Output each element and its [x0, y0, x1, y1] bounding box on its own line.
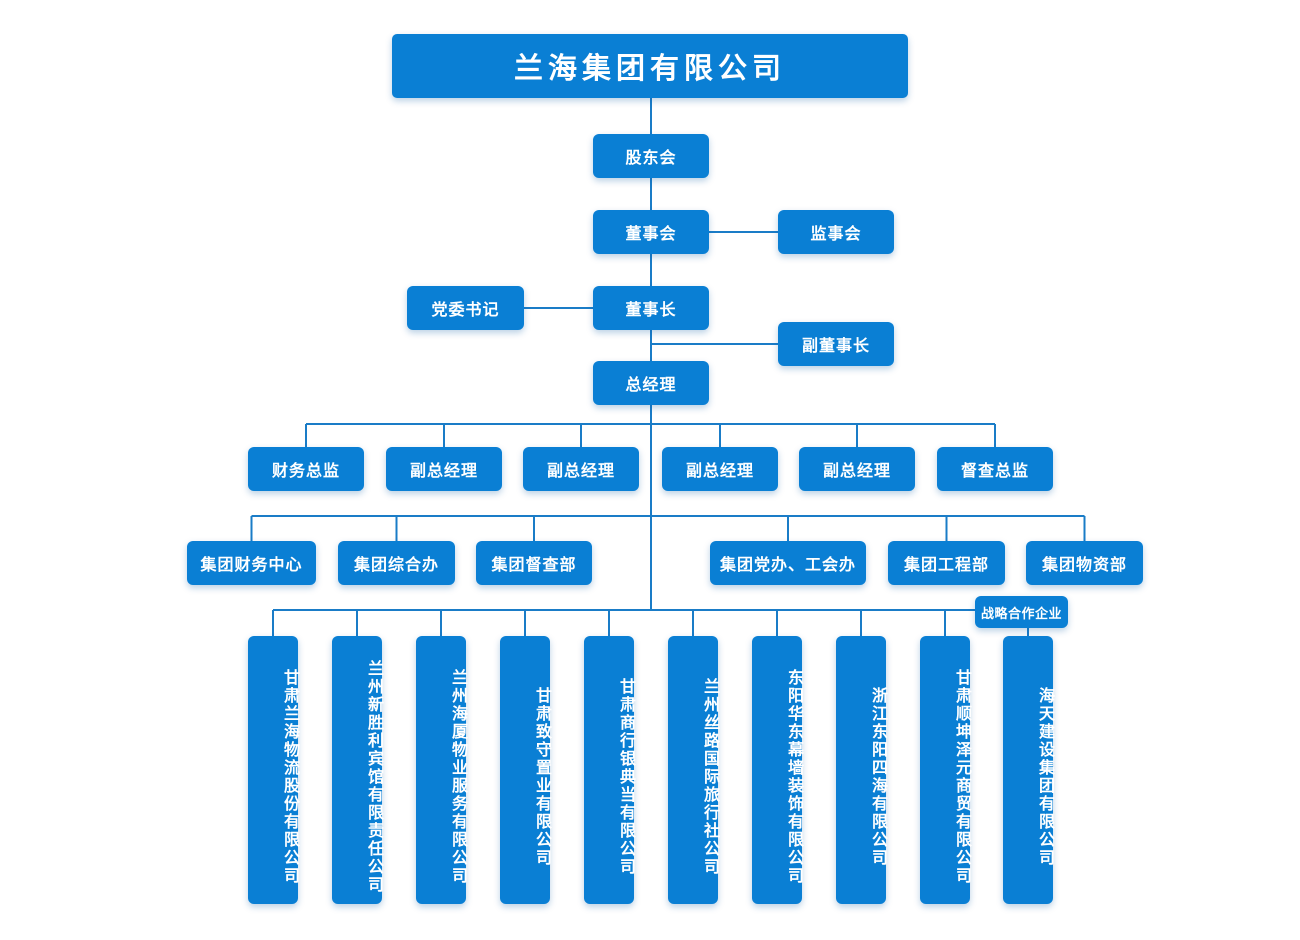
supervisors-node: 监事会: [778, 210, 894, 254]
department-node: 集团综合办: [338, 541, 455, 585]
department-node: 集团工程部: [888, 541, 1005, 585]
subsidiary-node: 海天建设集团有限公司: [1003, 636, 1055, 904]
department-node: 集团党办、工会办: [710, 541, 866, 585]
executive-node: 副总经理: [386, 447, 502, 491]
subsidiary-node: 甘肃商行银典当有限公司: [584, 636, 636, 904]
subsidiary-node: 兰州海厦物业服务有限公司: [416, 636, 468, 904]
strategic-partner-label: 战略合作企业: [975, 596, 1068, 628]
subsidiary-node: 兰州新胜利宾馆有限责任公司: [332, 636, 384, 904]
subsidiary-node: 浙江东阳四海有限公司: [836, 636, 888, 904]
department-node: 集团督查部: [476, 541, 592, 585]
department-node: 集团物资部: [1026, 541, 1143, 585]
executive-node: 副总经理: [523, 447, 639, 491]
subsidiary-node: 甘肃兰海物流股份有限公司: [248, 636, 300, 904]
chairman-node: 董事长: [593, 286, 709, 330]
general-manager-node: 总经理: [593, 361, 709, 405]
shareholders-node: 股东会: [593, 134, 709, 178]
subsidiary-node: 甘肃致守置业有限公司: [500, 636, 552, 904]
board-node: 董事会: [593, 210, 709, 254]
executive-node: 财务总监: [248, 447, 364, 491]
vice-chairman-node: 副董事长: [778, 322, 894, 366]
subsidiary-node: 东阳华东幕墙装饰有限公司: [752, 636, 804, 904]
subsidiary-node: 兰州丝路国际旅行社公司: [668, 636, 720, 904]
executive-node: 副总经理: [799, 447, 915, 491]
executive-node: 副总经理: [662, 447, 778, 491]
company-title: 兰海集团有限公司: [392, 34, 908, 98]
department-node: 集团财务中心: [187, 541, 316, 585]
party-secretary-node: 党委书记: [407, 286, 524, 330]
executive-node: 督查总监: [937, 447, 1053, 491]
subsidiary-node: 甘肃顺坤泽元商贸有限公司: [920, 636, 972, 904]
